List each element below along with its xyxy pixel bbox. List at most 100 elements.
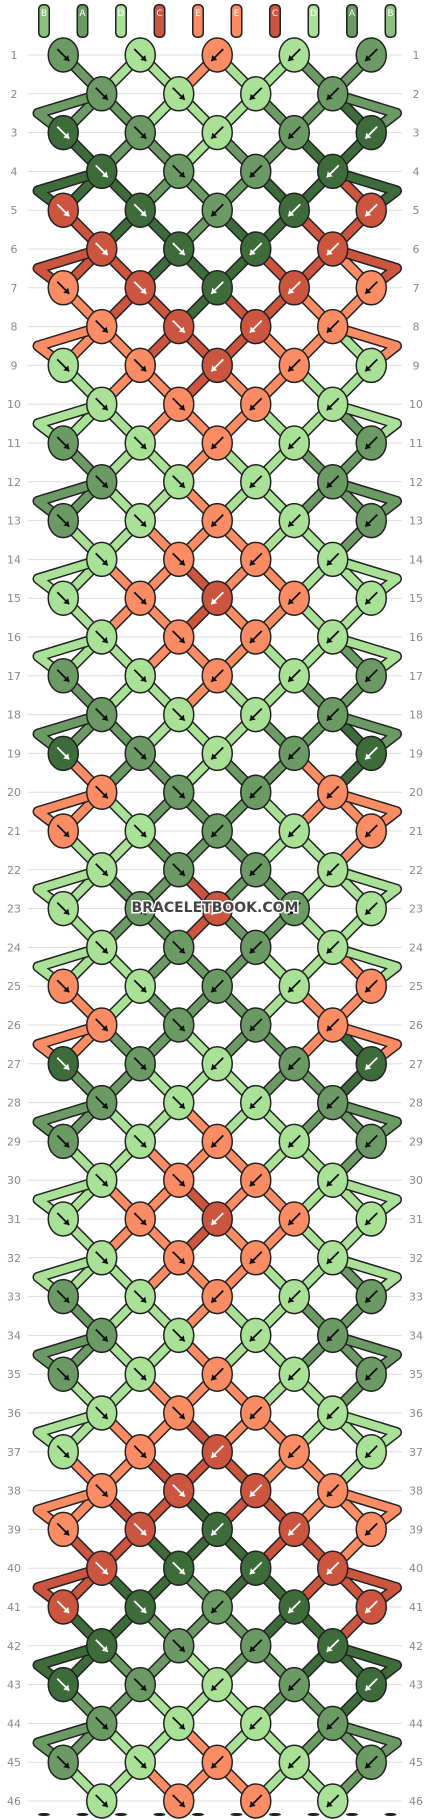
knot	[278, 1511, 310, 1548]
knot-arrowhead-icon	[326, 1723, 333, 1730]
knot-arrowhead-icon	[249, 559, 256, 566]
knot	[278, 813, 310, 849]
knot	[86, 308, 118, 345]
row-number-left: 33	[7, 1291, 21, 1304]
knot-arrowhead-icon	[326, 1645, 333, 1652]
knot-arrowhead-icon	[140, 1684, 147, 1691]
row-number-left: 3	[11, 127, 18, 140]
knot-arrowhead-icon	[365, 520, 372, 527]
knot	[124, 192, 156, 228]
strand-letter-bottom: D	[310, 1803, 317, 1813]
knot-arrowhead-icon	[365, 986, 372, 993]
strand-letter-top: C	[272, 9, 278, 19]
knot-arrowhead-icon	[288, 55, 295, 61]
knot	[47, 658, 79, 694]
knot	[355, 192, 387, 228]
knot	[317, 1705, 349, 1742]
row-number-right: 10	[409, 398, 423, 411]
row-number-right: 34	[409, 1329, 423, 1342]
strand-end-top	[155, 5, 164, 37]
knot	[86, 1162, 118, 1198]
knot	[124, 890, 156, 927]
strand-end-top	[39, 5, 49, 37]
knot-arrowhead-icon	[101, 1025, 108, 1031]
knot-arrowhead-icon	[63, 55, 70, 61]
knot	[317, 1783, 349, 1819]
knot-arrowhead-icon	[326, 404, 333, 411]
knot-arrowhead-icon	[178, 1568, 185, 1575]
knot	[317, 1472, 349, 1509]
knot	[240, 1472, 272, 1509]
knot-arrowhead-icon	[249, 947, 256, 954]
row-number-right: 12	[409, 476, 423, 489]
knot	[240, 929, 272, 966]
knot	[278, 114, 310, 151]
row-number-right: 1	[413, 49, 420, 62]
knot-arrowhead-icon	[288, 443, 295, 449]
row-number-left: 31	[7, 1213, 21, 1226]
knot-arrowhead-icon	[178, 1180, 185, 1187]
strand-letter-top: D	[310, 9, 317, 19]
knot	[47, 1666, 79, 1703]
knot-arrowhead-icon	[140, 598, 147, 605]
knot-arrowhead-icon	[365, 287, 372, 294]
knot-arrowhead-icon	[365, 1219, 372, 1225]
row-number-left: 2	[11, 88, 18, 101]
knot	[355, 502, 387, 539]
knot-arrowhead-icon	[288, 1451, 295, 1458]
knot-arrowhead-icon	[211, 1607, 218, 1613]
row-number-right: 39	[409, 1523, 423, 1536]
knot-arrowhead-icon	[365, 1762, 372, 1769]
knot	[278, 735, 310, 772]
knot-arrowhead-icon	[249, 1645, 256, 1652]
knot	[317, 929, 349, 966]
knot-arrowhead-icon	[211, 1219, 218, 1225]
knot	[317, 231, 349, 267]
strand-letter-bottom: C	[156, 1803, 162, 1813]
knot-arrowhead-icon	[178, 1025, 185, 1031]
knot-arrowhead-icon	[365, 1296, 372, 1303]
knot-arrowhead-icon	[211, 365, 218, 372]
knot	[278, 270, 310, 306]
knot-arrowhead-icon	[211, 1374, 218, 1381]
knot	[201, 1589, 233, 1625]
knot	[163, 386, 195, 422]
knot	[47, 270, 79, 306]
knot	[124, 1278, 156, 1315]
knot-arrowhead-icon	[249, 93, 256, 100]
row-number-right: 33	[409, 1291, 423, 1304]
knot-arrowhead-icon	[63, 675, 70, 682]
knot-arrowhead-icon	[63, 443, 70, 449]
knot-arrowhead-icon	[178, 947, 185, 954]
knot-arrowhead-icon	[288, 753, 295, 760]
knot-arrowhead-icon	[63, 1607, 70, 1613]
knot	[163, 1162, 195, 1198]
knot-arrowhead-icon	[101, 1490, 108, 1497]
knot	[355, 270, 387, 306]
row-number-left: 13	[7, 515, 21, 528]
row-number-right: 24	[409, 941, 423, 954]
knot-arrowhead-icon	[63, 1762, 70, 1769]
knot-arrowhead-icon	[63, 365, 70, 372]
knot	[86, 153, 118, 190]
knot-arrowhead-icon	[140, 986, 147, 993]
knot-arrowhead-icon	[211, 1684, 218, 1691]
knot-arrowhead-icon	[178, 326, 185, 333]
knot	[124, 270, 156, 306]
row-number-left: 44	[7, 1717, 21, 1730]
knot-arrowhead-icon	[211, 831, 218, 837]
knot	[124, 658, 156, 694]
strand-letter-bottom: D	[118, 1803, 125, 1813]
row-number-left: 7	[11, 282, 18, 295]
knot-arrowhead-icon	[140, 55, 147, 61]
knot-arrowhead-icon	[178, 481, 185, 488]
knot	[163, 541, 195, 578]
knot-arrowhead-icon	[101, 1102, 108, 1109]
knot	[47, 1278, 79, 1315]
knot	[240, 541, 272, 578]
strand-letter-top: E	[195, 9, 201, 19]
knot-arrowhead-icon	[365, 831, 372, 837]
knot	[278, 1589, 310, 1625]
row-number-right: 38	[409, 1485, 423, 1498]
